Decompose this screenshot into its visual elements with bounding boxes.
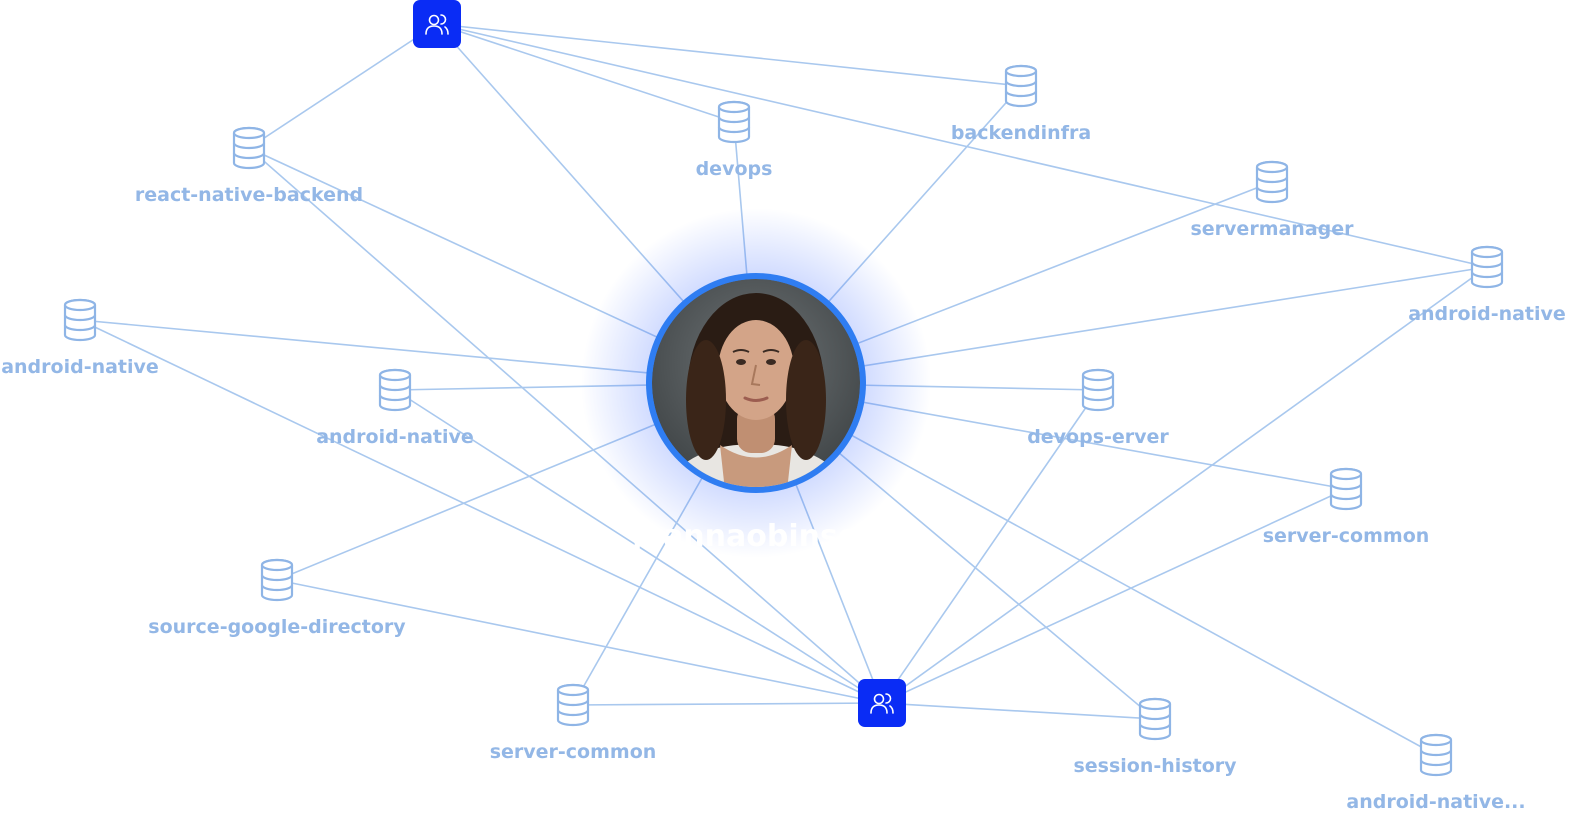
edge-r12-t2	[881, 702, 1156, 720]
center-username: joannaobinson	[631, 519, 880, 554]
edge-t1-r2	[436, 23, 735, 123]
edge-r9-t2	[881, 488, 1347, 704]
database-icon	[1004, 64, 1038, 108]
repo-label: android-native...	[1346, 791, 1525, 813]
repo-label: server-common	[1263, 525, 1430, 547]
edge-r5-t2	[79, 319, 883, 704]
repo-label: backendinfra	[951, 122, 1091, 144]
repo-label: android-native	[1408, 303, 1566, 325]
repo-node-r5[interactable]: android-native	[1, 298, 159, 378]
repo-label: devops-erver	[1027, 426, 1169, 448]
repo-node-r1[interactable]: react-native-backend	[135, 126, 363, 206]
repo-label: session-history	[1073, 755, 1237, 777]
repo-label: android-native	[316, 426, 474, 448]
repo-label: source-google-directory	[148, 616, 406, 638]
repo-node-r11[interactable]: server-common	[490, 683, 657, 763]
database-icon	[556, 683, 590, 727]
repo-node-r8[interactable]: devops-erver	[1027, 368, 1169, 448]
repo-node-r13[interactable]: android-native...	[1346, 733, 1526, 813]
edge-t1-r3	[436, 23, 1022, 87]
database-icon	[260, 558, 294, 602]
edge-r6-t2	[394, 389, 883, 704]
database-icon	[63, 298, 97, 342]
database-icon	[1470, 245, 1504, 289]
repo-node-r12[interactable]: session-history	[1073, 697, 1237, 777]
repo-label: android-native	[1, 356, 159, 378]
repo-node-r3[interactable]: backendinfra	[951, 64, 1091, 144]
team-node-t1[interactable]	[413, 0, 461, 48]
edge-r11-t2	[572, 702, 883, 706]
database-icon	[1255, 160, 1289, 204]
team-node-t2[interactable]	[858, 679, 906, 727]
edge-r1-t2	[248, 147, 883, 704]
database-icon	[1081, 368, 1115, 412]
edge-t1-r1	[248, 23, 438, 149]
repo-label: devops	[696, 158, 773, 180]
database-icon	[1138, 697, 1172, 741]
database-icon	[717, 100, 751, 144]
database-icon	[232, 126, 266, 170]
edge-r8-t2	[881, 389, 1099, 704]
database-icon	[378, 368, 412, 412]
edge-t1-r7	[436, 23, 1488, 268]
nodes-layer: react-native-backend devops backendinfra se…	[1, 0, 1566, 813]
repo-node-r6[interactable]: android-native	[316, 368, 474, 448]
edge-r10-t2	[276, 579, 883, 704]
avatar[interactable]	[646, 273, 866, 500]
database-icon	[1329, 467, 1363, 511]
users-icon	[870, 693, 894, 714]
repo-node-r4[interactable]: servermanager	[1190, 160, 1354, 240]
repo-node-r2[interactable]: devops	[696, 100, 773, 180]
users-icon	[425, 14, 449, 35]
repo-label: server-common	[490, 741, 657, 763]
database-icon	[1419, 733, 1453, 777]
repo-node-r9[interactable]: server-common	[1263, 467, 1430, 547]
repo-label: servermanager	[1190, 218, 1354, 240]
repo-node-r10[interactable]: source-google-directory	[148, 558, 406, 638]
repo-node-r7[interactable]: android-native	[1408, 245, 1566, 325]
edge-r7-t2	[881, 266, 1488, 704]
repo-label: react-native-backend	[135, 184, 363, 206]
